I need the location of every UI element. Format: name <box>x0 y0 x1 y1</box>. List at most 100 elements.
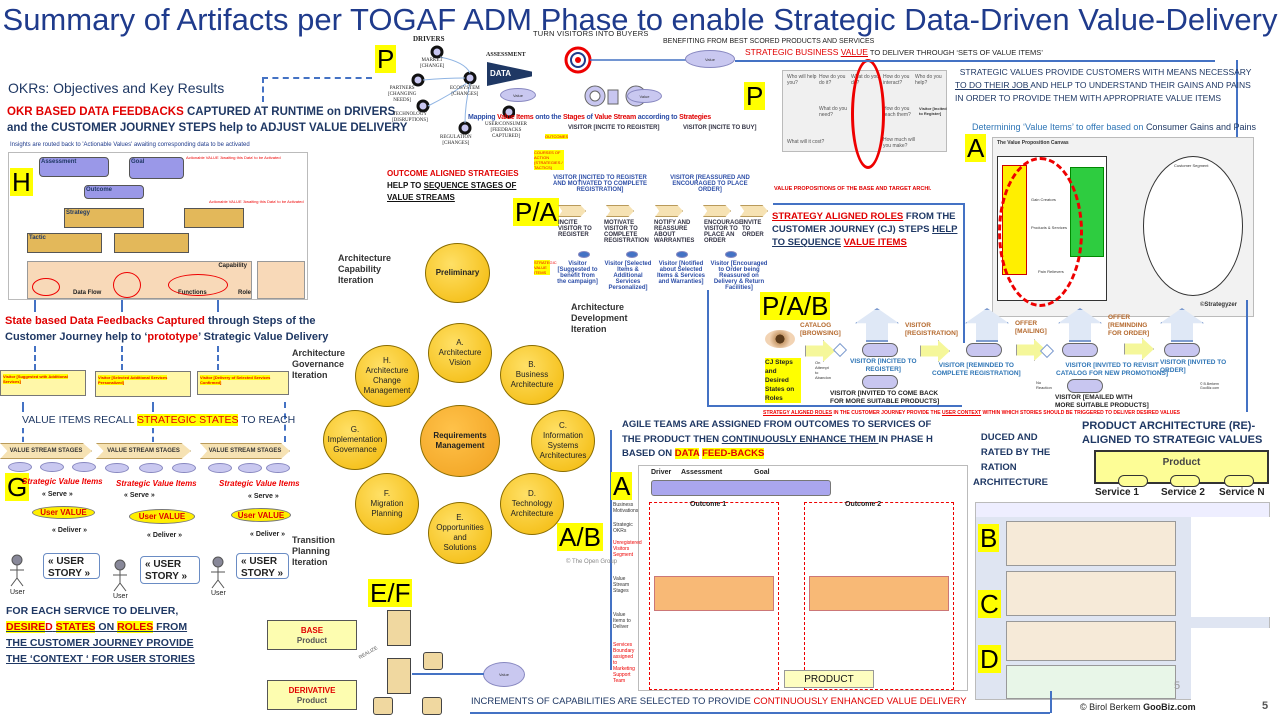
red-circle <box>168 274 228 296</box>
for-each-l4: THE ‘CONTEXT ‘ FOR USER STORIES <box>6 653 195 665</box>
component-icon <box>422 697 442 715</box>
mot-row: Business Motivations <box>613 502 639 514</box>
visitor-register-label: VISITOR [INCITE TO REGISTER] <box>568 125 660 131</box>
adm-e-opportunities-solutions[interactable]: E. Opportunities and Solutions <box>428 502 492 564</box>
adm-a-architecture-vision[interactable]: A. Architecture Vision <box>428 323 492 383</box>
adm-c-information-systems[interactable]: C. Information Systems Architectures <box>531 410 595 472</box>
mot-row: Value Stream Stages <box>613 576 630 594</box>
deliver-label: « Deliver » <box>52 527 88 534</box>
outcome-aligned-text: OUTCOME ALIGNED STRATEGIES HELP TO SEQUE… <box>387 168 519 204</box>
h-outcome: Outcome <box>84 185 144 199</box>
pa-l2: ALIGNED TO STRATEGIC VALUES <box>1082 434 1263 446</box>
offer-reminding-label: OFFER [REMINDING FOR ORDER] <box>1108 314 1150 337</box>
sr-red1: STRATEGY ALIGNED ROLES <box>772 211 904 222</box>
base-label: BASE <box>300 626 324 635</box>
cj-credit: © B.Berkem GooBiz.com <box>1200 382 1220 390</box>
technology-driver-icon <box>416 99 430 113</box>
customer-profile-circle: Customer Segment <box>1143 156 1243 296</box>
user-story-2: « USER STORY » <box>140 556 200 584</box>
up-arrow <box>855 308 899 342</box>
service-port <box>1118 475 1148 487</box>
dashed-arrow <box>34 300 36 312</box>
decision-diamond <box>832 342 848 358</box>
h-role: Role <box>238 290 252 296</box>
vs-stage-chevron <box>740 205 768 217</box>
red-oval <box>851 59 885 169</box>
state-feedback-pre: Customer Journey help to ‘ <box>5 331 148 343</box>
mapping-h: Strategies <box>679 114 711 121</box>
partial-l4: ARCHITECTURE <box>973 477 1048 488</box>
cj-steps-label: CJ Steps and Desired States on Roles <box>765 358 801 403</box>
partial-l3: RATION <box>980 462 1017 473</box>
strategic-value-items-2: Strategic Value Items <box>116 479 197 488</box>
value-ellipse-4: Value <box>483 662 525 687</box>
visitor-a-label: VISITOR [INCITED TO REGISTER AND MOTIVAT… <box>553 175 647 193</box>
increments-caption: INCREMENTS OF CAPABILITIES ARE SELECTED … <box>471 696 967 707</box>
ecosystem-driver-icon <box>463 71 477 85</box>
partial-l1: DUCED AND <box>980 432 1038 443</box>
gain-creators: Gain Creators <box>1031 197 1056 202</box>
vs-visitor-1: Visitor [Suggested to benefit from the c… <box>557 261 598 285</box>
value-stream-box <box>654 576 774 611</box>
badge-g: G <box>5 472 30 502</box>
sbv-red: STRATEGIC BUSINESS <box>745 47 841 57</box>
vs-stage-5: INVITE TO ORDER <box>742 220 764 238</box>
dev-iteration-label: Architecture Development Iteration <box>571 302 628 334</box>
state-feedback-prototype: prototype <box>147 331 199 343</box>
serve-label: « Serve » <box>124 492 155 499</box>
visitor-registration-label: VISITOR [REGISTRATION] <box>905 322 958 337</box>
dashed-arrow <box>217 346 219 370</box>
cj-visitor-5: VISITOR [INVITED TO COME BACK FOR MORE S… <box>830 390 940 405</box>
service-n: Service N <box>1219 487 1265 498</box>
adm-b-business-architecture[interactable]: B. Business Architecture <box>500 345 564 405</box>
visitor-b-label: VISITOR [REASSURED AND ENCOURAGED TO PLA… <box>670 175 750 193</box>
value-item-ellipse <box>8 462 32 472</box>
outcomes-tag: OUTCOMES <box>545 134 569 139</box>
eye-icon <box>765 330 795 348</box>
h-capability: Capability Data Flow Functions Role <box>27 261 252 299</box>
service-port <box>1170 475 1200 487</box>
cj-footnote: STRATEGY ALIGNED ROLES IN THE CUSTOMER J… <box>763 410 1180 416</box>
value-ellipse: Value <box>500 88 536 102</box>
user-story-1: « USER STORY » <box>43 553 100 579</box>
no-reaction-label: No Reaction <box>1036 380 1052 390</box>
on: ON <box>95 621 118 633</box>
sv-l2u: TO DO THEIR JOB <box>955 80 1031 90</box>
market-label: MARKET [CHANGE] <box>420 58 445 69</box>
brand: GooBiz.com <box>1143 702 1196 712</box>
agile-l2b: IN PHASE H <box>878 433 933 445</box>
state-feedback-red: State based Data Feedbacks Captured <box>5 315 205 327</box>
red-circle <box>32 278 60 296</box>
bmc-cell: Who will help you? <box>787 74 817 86</box>
user-value: User VALUE <box>129 509 195 524</box>
states: STATES <box>55 621 96 633</box>
adm-d-technology-architecture[interactable]: D. Technology Architecture <box>500 473 564 535</box>
connector-line <box>707 405 962 407</box>
cj-visitor-6: VISITOR [EMAILED WITH MORE SUITABLE PROD… <box>1055 394 1149 409</box>
adm-f-migration-planning[interactable]: F. Migration Planning <box>355 473 419 535</box>
adm-g-implementation-governance[interactable]: G. Implementation Governance <box>323 410 387 470</box>
okr-arrow <box>262 77 372 102</box>
offer-mailing-label: OFFER [MAILING] <box>1015 320 1047 335</box>
bmc-visitor: Visitor [Incited to Register] <box>919 106 947 116</box>
adm-preliminary[interactable]: Preliminary <box>425 243 490 303</box>
okr-red: OKR BASED DATA FEEDBACKS <box>7 106 184 118</box>
adm-requirements-management[interactable]: Requirements Management <box>420 405 500 477</box>
service-2: Service 2 <box>1161 487 1205 498</box>
badge-a-mid: A <box>611 471 633 501</box>
mot-row: Value Items to Deliver <box>613 612 631 630</box>
user-label: User <box>211 590 226 597</box>
offer-remind-arrow <box>1124 338 1154 360</box>
sbv-rest: TO DELIVER THROUGH ‘SETS OF VALUE ITEMS’ <box>867 48 1043 57</box>
cj-foot-u2: USER CONTEXT <box>941 410 982 416</box>
product-architecture-text: PRODUCT ARCHITECTURE (RE)-ALIGNED TO STR… <box>1082 419 1262 447</box>
bmc-cell: How do you do it? <box>819 74 846 86</box>
connector-line <box>610 430 612 670</box>
badge-d: D <box>978 644 1001 674</box>
cj-foot-1: IN THE CUSTOMER JOURNEY PROVIDE THE <box>832 410 942 416</box>
adm-h-change-management[interactable]: H. Architecture Change Management <box>355 345 419 407</box>
increments-pre: INCREMENTS OF CAPABILITIES ARE SELECTED … <box>471 696 754 707</box>
visitor-role-icon <box>862 375 898 389</box>
